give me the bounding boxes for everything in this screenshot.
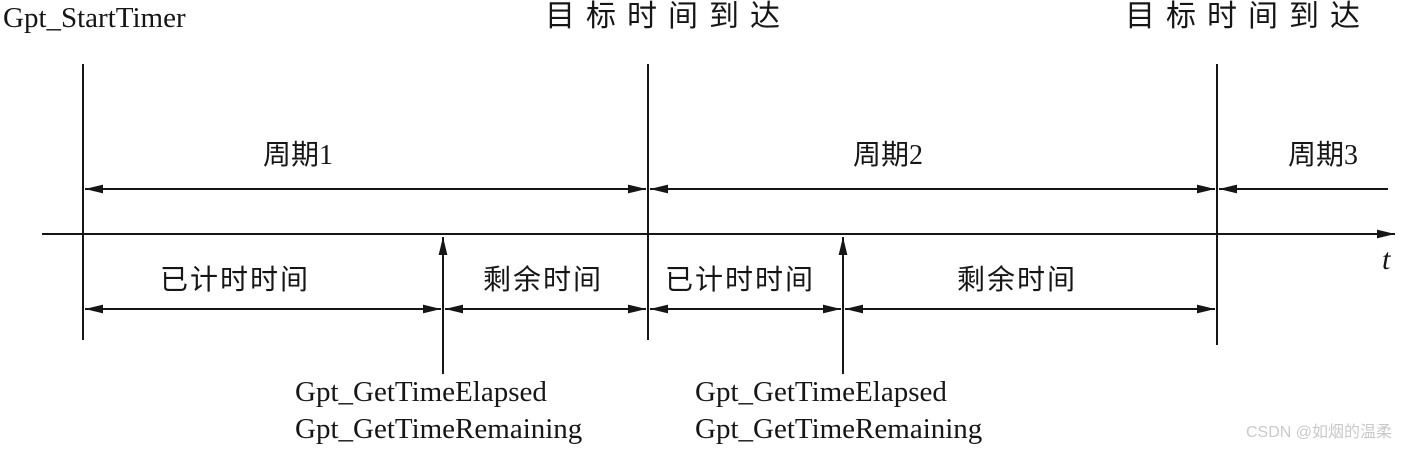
remaining2-label: 剩余时间 (956, 265, 1077, 296)
period1-label: 周期1 (262, 140, 333, 171)
time-axis-label: t (1382, 243, 1391, 276)
remaining1-label: 剩余时间 (482, 265, 603, 296)
period3-label: 周期3 (1287, 140, 1358, 171)
callout2-get-time-elapsed: Gpt_GetTimeElapsed (695, 376, 947, 408)
callout1-get-time-elapsed: Gpt_GetTimeElapsed (295, 376, 547, 408)
callout1-labels: Gpt_GetTimeElapsed Gpt_GetTimeRemaining (295, 374, 582, 448)
elapsed1-label: 已计时时间 (159, 265, 310, 296)
elapsed2-label: 已计时时间 (664, 265, 815, 296)
target-reached-label-2: 目标时间到达 (1125, 0, 1371, 33)
period2-label: 周期2 (852, 140, 923, 171)
csdn-watermark: CSDN @如烟的温柔 (1245, 424, 1392, 441)
callout2-labels: Gpt_GetTimeElapsed Gpt_GetTimeRemaining (695, 374, 982, 448)
start-timer-label: Gpt_StartTimer (3, 2, 186, 34)
callout1-get-time-remaining: Gpt_GetTimeRemaining (295, 413, 583, 445)
target-reached-label-1: 目标时间到达 (545, 0, 791, 33)
callout2-get-time-remaining: Gpt_GetTimeRemaining (695, 413, 983, 445)
